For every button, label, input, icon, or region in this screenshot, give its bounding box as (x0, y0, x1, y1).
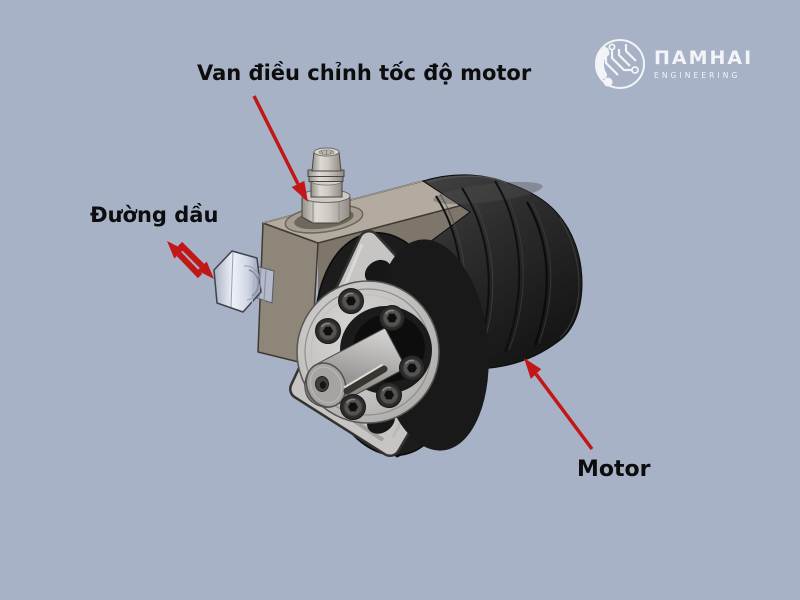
valve-pointer-arrow (252, 95, 308, 202)
logo-wordmark: ΠAMHAI ENGINEERING (654, 46, 754, 80)
motor-flange (289, 230, 489, 457)
namhai-logo: ΠAMHAI ENGINEERING (592, 36, 753, 92)
logo-brand-text: ΠAMHAI (654, 46, 754, 69)
oil-flow-double-arrow (167, 241, 214, 279)
motor-shaft (304, 327, 407, 408)
oil-port-fitting (213, 250, 275, 313)
shaft-keyway (343, 365, 388, 395)
motor-label: Motor (577, 457, 651, 482)
logo-subtitle-text: ENGINEERING (654, 70, 741, 80)
motor-pointer-arrow (524, 358, 594, 451)
oil-line-label: Đường dầu (90, 203, 219, 227)
speed-control-valve (301, 147, 351, 224)
valve-label: Van điều chỉnh tốc độ motor (197, 61, 532, 85)
annotation-arrows (167, 95, 594, 451)
circuit-circle-icon (595, 39, 645, 89)
